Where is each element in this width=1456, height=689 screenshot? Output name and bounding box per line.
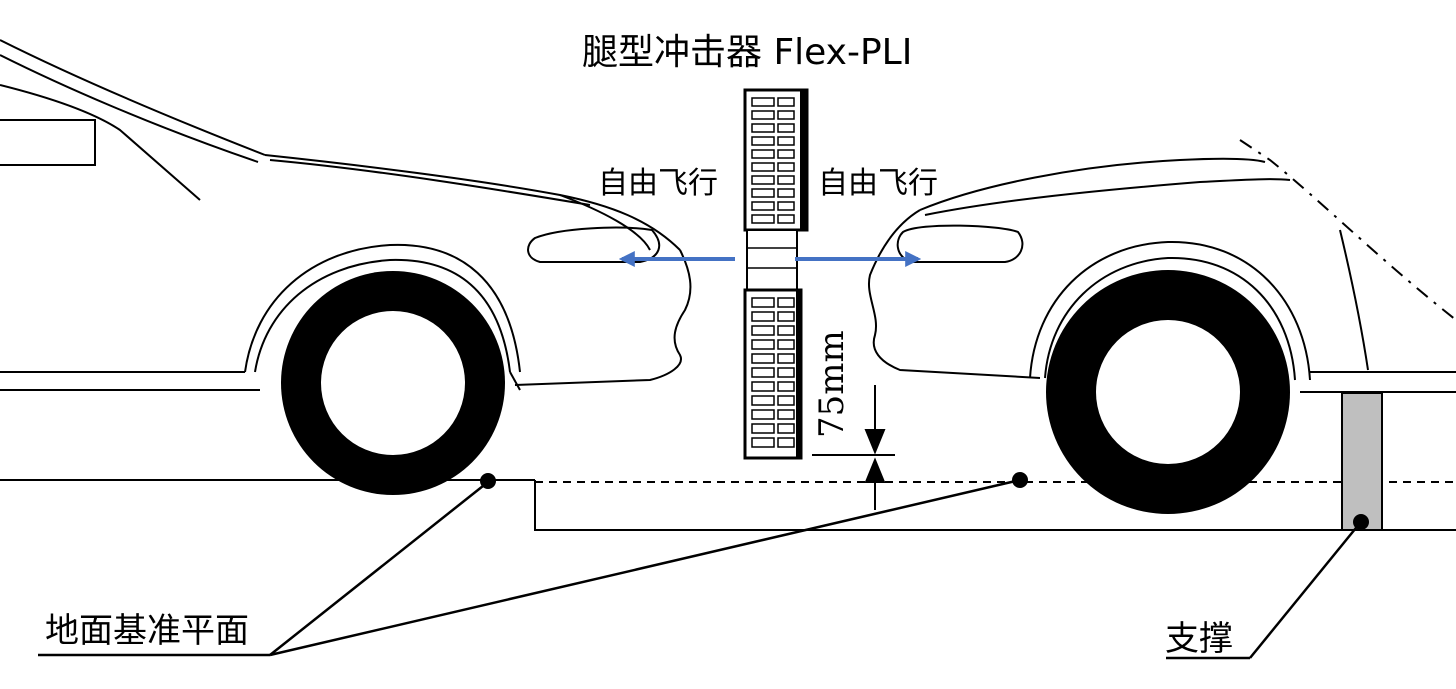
impactor-cell xyxy=(751,162,775,172)
impactor-cell xyxy=(751,325,775,336)
leader-lines xyxy=(38,478,1361,660)
impactor-cell xyxy=(777,188,795,198)
impactor-cell xyxy=(777,437,795,448)
impactor-cell xyxy=(751,123,775,133)
impactor-cell xyxy=(777,110,795,120)
impactor-cell xyxy=(751,339,775,350)
height-dimension xyxy=(812,385,895,510)
impactor-cell xyxy=(751,311,775,322)
impactor-cell xyxy=(777,353,795,364)
leader-dots xyxy=(480,472,1369,530)
height-label: 75mm xyxy=(812,330,852,438)
impactor-cell xyxy=(751,201,775,211)
impactor-cell xyxy=(751,175,775,185)
impactor-cell xyxy=(777,367,795,378)
impactor-cell xyxy=(777,136,795,146)
impactor-cell xyxy=(751,188,775,198)
impactor-cell xyxy=(777,311,795,322)
impactor-cell xyxy=(777,123,795,133)
diagram-title: 腿型冲击器 Flex-PLI xyxy=(582,32,912,73)
impactor-cell xyxy=(777,297,795,308)
impactor-cell xyxy=(777,162,795,172)
impactor-cell xyxy=(751,367,775,378)
right-vehicle xyxy=(868,139,1456,393)
left-wheel xyxy=(281,271,505,495)
impactor-cell xyxy=(751,136,775,146)
impactor-cell xyxy=(751,409,775,420)
impactor-cell xyxy=(751,110,775,120)
impactor-cell xyxy=(777,409,795,420)
support-post xyxy=(1341,392,1383,531)
impactor-cell xyxy=(751,395,775,406)
impactor-cell xyxy=(777,149,795,159)
impactor-cell xyxy=(777,325,795,336)
impactor-cell xyxy=(751,149,775,159)
free-flight-label-left: 自由飞行 xyxy=(598,166,718,201)
impactor-cell xyxy=(751,423,775,434)
free-flight-label-right: 自由飞行 xyxy=(818,166,938,201)
impactor-cell xyxy=(777,339,795,350)
right-wheel xyxy=(1046,270,1290,514)
impactor-cell xyxy=(751,381,775,392)
impactor-cell xyxy=(777,214,795,224)
ground-lines xyxy=(0,479,1456,531)
impactor-cell xyxy=(777,175,795,185)
impactor-cell xyxy=(751,214,775,224)
ground-plane-label: 地面基准平面 xyxy=(45,611,249,651)
impactor-cell xyxy=(751,297,775,308)
left-vehicle xyxy=(0,39,692,391)
support-label: 支撑 xyxy=(1165,619,1233,659)
impactor-cell xyxy=(777,381,795,392)
impactor-cell xyxy=(777,423,795,434)
impactor-cell xyxy=(751,437,775,448)
impactor-cell xyxy=(777,395,795,406)
impactor-cell xyxy=(777,201,795,211)
flex-pli-impactor xyxy=(743,88,809,460)
impactor-cell xyxy=(777,97,795,107)
impactor-cell xyxy=(751,353,775,364)
impactor-cell xyxy=(751,97,775,107)
